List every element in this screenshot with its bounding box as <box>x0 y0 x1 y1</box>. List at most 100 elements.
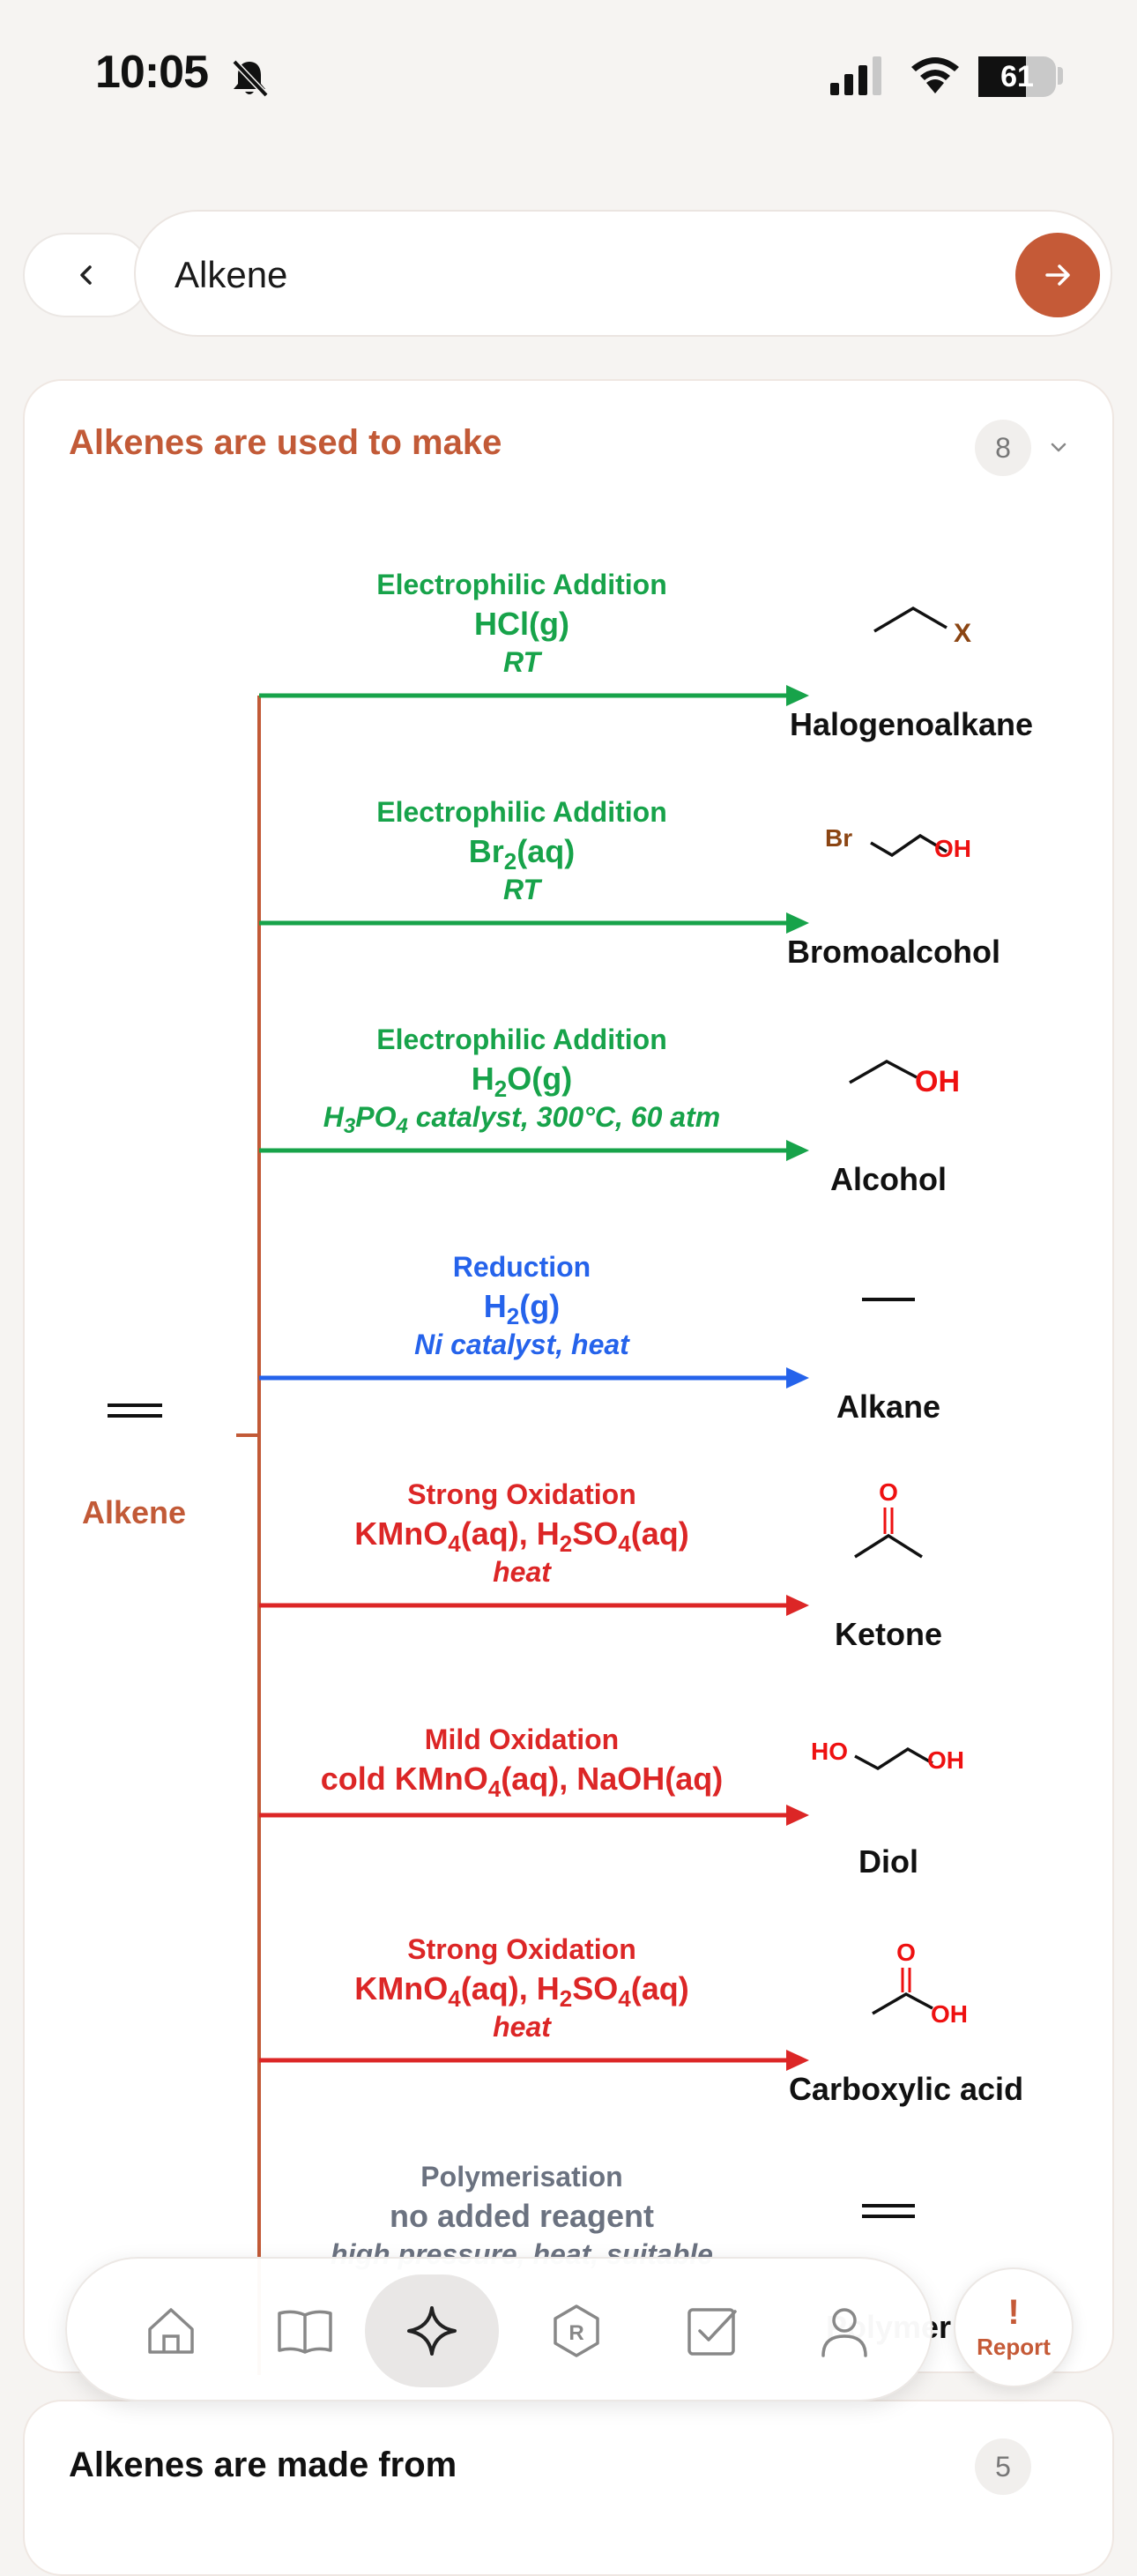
reaction-conditions: heat <box>493 1556 552 1588</box>
card-title: Alkenes are used to make <box>69 423 502 462</box>
profile-icon <box>821 2308 867 2357</box>
r-badge-icon: R <box>554 2304 599 2357</box>
reaction-conditions: heat <box>493 2011 552 2043</box>
arrow-head <box>786 685 809 706</box>
arrow-head <box>786 1367 809 1389</box>
reaction-conditions: RT <box>503 646 543 678</box>
reaction-reagent: HCl(g) <box>474 606 569 642</box>
report-label: Report <box>977 2333 1051 2360</box>
reaction-conditions: Ni catalyst, heat <box>414 1329 630 1360</box>
arrow-right-icon <box>1045 264 1070 286</box>
reaction-reagent: KMnO4(aq), H2SO4(aq) <box>354 1970 688 2012</box>
reaction-row[interactable]: Mild Oxidation cold KMnO4(aq), NaOH(aq) <box>259 1724 809 1826</box>
count-badge: 8 <box>975 420 1031 476</box>
reaction-type: Reduction <box>453 1251 591 1283</box>
product-name: Carboxylic acid <box>789 2071 1023 2107</box>
alcohol-structure: OH <box>849 1060 960 1098</box>
reaction-row[interactable]: Electrophilic Addition Br2(aq) RT <box>259 796 809 934</box>
product-name: Bromoalcohol <box>787 934 1000 970</box>
tab-ai[interactable] <box>365 2274 499 2387</box>
checklist-icon <box>687 2308 737 2356</box>
home-icon <box>148 2308 194 2354</box>
battery-indicator: 61 <box>978 56 1056 97</box>
atom-oh: OH <box>931 2000 968 2028</box>
reaction-reagent: H2(g) <box>484 1288 560 1329</box>
bell-slash-icon <box>232 59 269 98</box>
svg-text:R: R <box>568 2321 583 2345</box>
product-name: Diol <box>858 1843 918 1880</box>
report-button[interactable]: ! Report <box>954 2267 1074 2387</box>
reaction-conditions: RT <box>503 874 543 905</box>
tab-reactions[interactable]: R <box>520 2274 633 2387</box>
reaction-reagent: Br2(aq) <box>469 833 575 875</box>
atom-o: O <box>896 1939 916 1966</box>
product-name: Alcohol <box>830 1161 947 1197</box>
chevron-down-icon[interactable] <box>1047 436 1070 458</box>
made-from-card[interactable]: Alkenes are made from 5 <box>23 2400 1114 2576</box>
atom-x: X <box>954 619 971 648</box>
source-label: Alkene <box>82 1494 186 1530</box>
reaction-row[interactable]: Polymerisation no added reagent high pre… <box>331 2161 713 2270</box>
search-bar <box>134 210 1112 337</box>
carboxylic-acid-structure: O OH <box>872 1939 968 2028</box>
reaction-reagent: cold KMnO4(aq), NaOH(aq) <box>321 1761 723 1802</box>
cellular-signal-icon <box>830 56 881 95</box>
atom-ho: HO <box>811 1738 848 1765</box>
reaction-type: Electrophilic Addition <box>376 1024 666 1055</box>
search-input[interactable] <box>175 247 968 303</box>
atom-br: Br <box>825 824 852 852</box>
reaction-reagent: no added reagent <box>390 2198 654 2234</box>
product-name: Halogenoalkane <box>790 706 1033 742</box>
search-submit-button[interactable] <box>1015 233 1100 317</box>
reaction-reagent: H2O(g) <box>472 1061 572 1102</box>
atom-oh: OH <box>915 1065 960 1098</box>
reaction-reagent: KMnO4(aq), H2SO4(aq) <box>354 1515 688 1557</box>
card-title: Alkenes are made from <box>69 2446 457 2484</box>
product-name: Alkane <box>836 1389 940 1425</box>
battery-percent: 61 <box>1000 60 1034 93</box>
book-icon <box>278 2310 332 2354</box>
diol-structure: HO OH <box>811 1738 964 1774</box>
polymer-structure <box>862 2204 915 2218</box>
tab-home[interactable] <box>115 2274 227 2387</box>
atom-o: O <box>879 1478 898 1506</box>
tab-profile[interactable] <box>788 2274 901 2387</box>
arrow-head <box>786 1805 809 1826</box>
reaction-type: Strong Oxidation <box>407 1933 636 1965</box>
bromoalcohol-structure: Br OH <box>825 824 971 862</box>
wifi-icon <box>911 57 959 93</box>
tab-tasks[interactable] <box>656 2274 769 2387</box>
atom-oh: OH <box>927 1746 964 1774</box>
arrow-head <box>786 1595 809 1616</box>
halogenoalkane-structure: X <box>873 606 971 648</box>
sparkle-icon <box>407 2306 457 2356</box>
chevron-left-icon <box>80 265 92 285</box>
arrow-head <box>786 1140 809 1161</box>
reaction-row[interactable]: Reduction H2(g) Ni catalyst, heat <box>259 1251 809 1389</box>
ketone-structure: O <box>854 1478 923 1559</box>
reaction-conditions: H3PO4 catalyst, 300°C, 60 atm <box>323 1101 720 1138</box>
product-name: Ketone <box>835 1616 942 1652</box>
battery-tip <box>1058 67 1063 85</box>
atom-oh: OH <box>934 835 971 862</box>
battery-level-fill <box>978 56 1026 97</box>
status-time: 10:05 <box>95 47 209 98</box>
back-button[interactable] <box>23 233 150 317</box>
reaction-diagram: Alkene Electrophilic Addition HCl(g) RT … <box>82 569 1033 2375</box>
alert-icon: ! <box>1007 2292 1020 2332</box>
alkene-structure <box>108 1403 162 1418</box>
tab-bar: R <box>65 2257 933 2401</box>
reaction-type: Mild Oxidation <box>425 1724 619 1755</box>
reaction-row[interactable]: Strong Oxidation KMnO4(aq), H2SO4(aq) he… <box>259 1478 809 1616</box>
arrow-head <box>786 2050 809 2071</box>
reaction-row[interactable]: Electrophilic Addition H2O(g) H3PO4 cata… <box>259 1024 809 1161</box>
reaction-type: Electrophilic Addition <box>376 569 666 600</box>
reaction-type: Strong Oxidation <box>407 1478 636 1510</box>
reaction-row[interactable]: Strong Oxidation KMnO4(aq), H2SO4(aq) he… <box>259 1933 809 2071</box>
reaction-type: Electrophilic Addition <box>376 796 666 828</box>
count-badge: 5 <box>975 2438 1031 2495</box>
arrow-head <box>786 912 809 934</box>
tab-library[interactable] <box>249 2274 361 2387</box>
reaction-type: Polymerisation <box>420 2161 622 2193</box>
reaction-row[interactable]: Electrophilic Addition HCl(g) RT <box>259 569 809 706</box>
